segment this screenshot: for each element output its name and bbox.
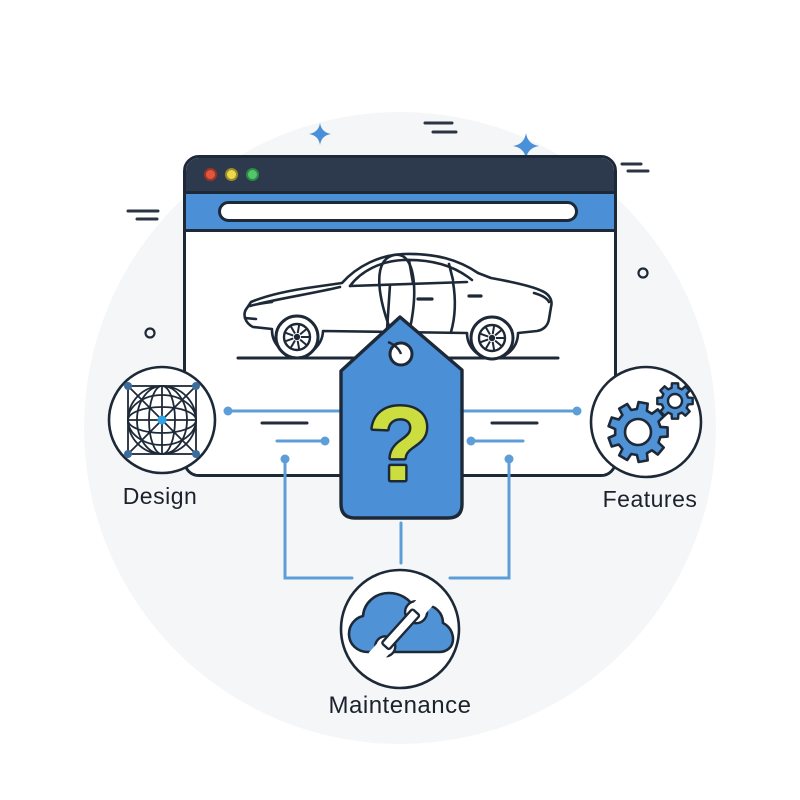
- wireframe-sphere-icon: [124, 382, 200, 458]
- connector-bracket-left: [283, 457, 354, 580]
- wrench-shape: [368, 594, 434, 664]
- features-label: Features: [602, 486, 698, 512]
- gears-icon: [607, 382, 694, 464]
- car-wheel-rear: [469, 315, 515, 361]
- traffic-light-red: [204, 168, 217, 181]
- cloud-wrench-icon: [347, 591, 455, 664]
- traffic-light-yellow: [225, 168, 238, 181]
- design-label: Design: [122, 483, 198, 509]
- small-circle-decoration: [144, 327, 156, 339]
- speed-dash-decoration: [126, 121, 650, 221]
- car-wheel-front: [274, 314, 320, 360]
- design-node-circle: [107, 365, 217, 475]
- traffic-light-green: [246, 168, 259, 181]
- car-illustration: [236, 252, 560, 361]
- address-bar: [186, 191, 614, 232]
- small-circle-decoration: [637, 267, 649, 279]
- tag-string-end: [387, 340, 403, 355]
- maintenance-label: Maintenance: [328, 692, 472, 719]
- features-node-circle: [589, 365, 703, 479]
- sparkle-icon: [309, 123, 331, 145]
- question-mark: ?: [368, 386, 432, 503]
- car-glasshouse: [348, 258, 474, 288]
- tag-shape: [339, 315, 464, 520]
- sparkle-icon: [513, 133, 539, 159]
- maintenance-node-circle: [339, 568, 461, 690]
- connector-bracket-right: [448, 457, 511, 580]
- browser-titlebar: [186, 158, 614, 191]
- tag-string: [377, 253, 416, 348]
- price-tag: ?: [339, 315, 464, 520]
- address-input: [218, 201, 578, 222]
